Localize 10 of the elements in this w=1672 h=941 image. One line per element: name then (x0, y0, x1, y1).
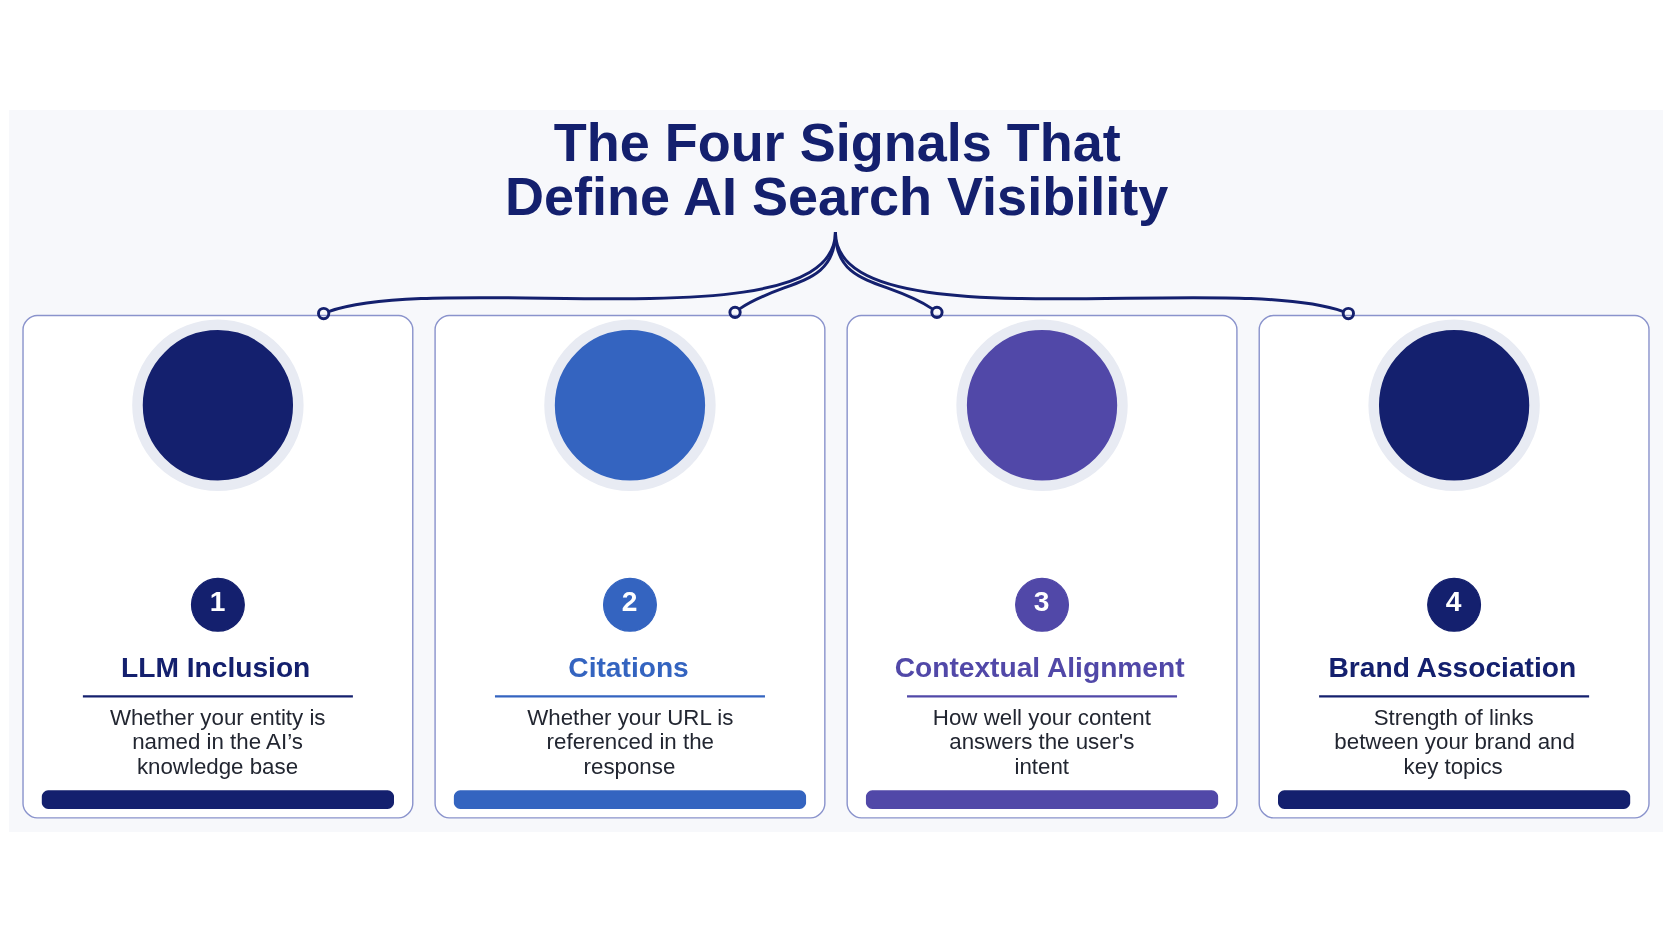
node-circle: 1 (190, 577, 245, 632)
node-text: The Four Signals That Define AI Search Visibility (504, 111, 1169, 226)
node-circle: 2 (602, 577, 657, 632)
node-circle (1368, 319, 1540, 491)
node-circle (132, 319, 304, 491)
node-circle: 3 (1015, 577, 1070, 632)
connector (834, 231, 1355, 320)
node-circle (544, 319, 716, 491)
node-circle (956, 319, 1128, 491)
node-circle: 4 (1427, 577, 1482, 632)
